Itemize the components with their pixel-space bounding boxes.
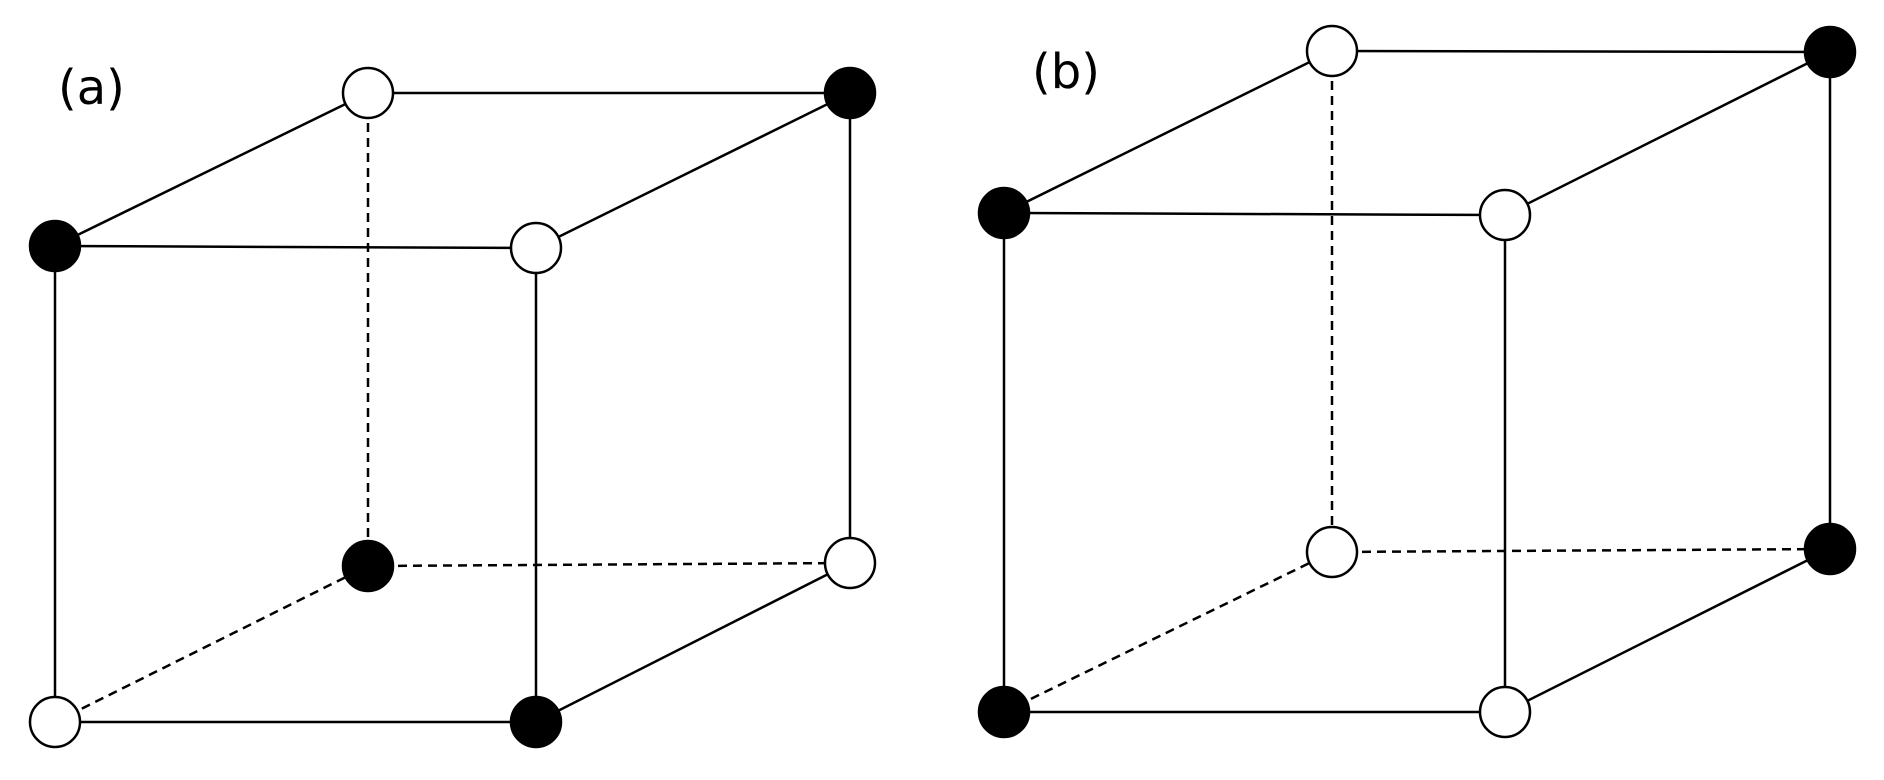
vertex-front-top-right-open	[509, 221, 563, 275]
vertices	[977, 24, 1857, 739]
edges	[1002, 49, 1832, 714]
panel-label-a: (a)	[58, 60, 125, 116]
vertex-front-bottom-left-filled	[977, 685, 1031, 739]
edge-front-top-right-to-back-top-right	[535, 91, 851, 250]
edge-front-top-left-to-front-top-right	[54, 244, 537, 250]
hidden-edge-back-bottom-left-to-back-bottom-right	[367, 561, 851, 568]
vertex-back-top-left-open	[1305, 24, 1359, 78]
edge-front-top-left-to-back-top-left	[54, 91, 369, 248]
vertex-back-bottom-right-open	[823, 536, 877, 590]
hidden-edge-front-bottom-left-to-back-bottom-left	[54, 564, 369, 724]
vertex-front-top-left-filled	[977, 186, 1031, 240]
edge-front-bottom-right-to-back-bottom-right	[535, 561, 851, 724]
edge-back-top-left-to-back-top-right	[1331, 49, 1831, 54]
edge-front-top-left-to-front-top-right	[1003, 211, 1506, 217]
vertex-back-bottom-left-filled	[341, 539, 395, 593]
vertex-front-top-right-open	[1478, 188, 1532, 242]
vertex-back-top-left-open	[341, 66, 395, 120]
edges	[53, 91, 852, 724]
edge-front-top-left-to-back-top-left	[1003, 49, 1333, 215]
vertex-front-bottom-left-open	[28, 695, 82, 749]
vertex-front-top-left-filled	[28, 219, 82, 273]
vertex-back-top-right-filled	[823, 66, 877, 120]
panel-label-b: (b)	[1032, 44, 1100, 100]
hidden-edge-front-bottom-left-to-back-bottom-left	[1003, 550, 1333, 714]
vertex-front-bottom-right-filled	[509, 695, 563, 749]
cube-panel-a: (a)	[28, 60, 877, 749]
vertex-front-bottom-right-open	[1478, 685, 1532, 739]
vertex-back-bottom-right-filled	[1803, 522, 1857, 576]
hidden-edge-back-bottom-left-to-back-bottom-right	[1331, 547, 1831, 554]
vertices	[28, 66, 877, 749]
vertex-back-bottom-left-open	[1305, 525, 1359, 579]
cube-panel-b: (b)	[977, 24, 1857, 739]
edge-front-top-right-to-back-top-right	[1504, 50, 1831, 217]
edge-front-bottom-right-to-back-bottom-right	[1504, 547, 1831, 714]
vertex-back-top-right-filled	[1803, 25, 1857, 79]
